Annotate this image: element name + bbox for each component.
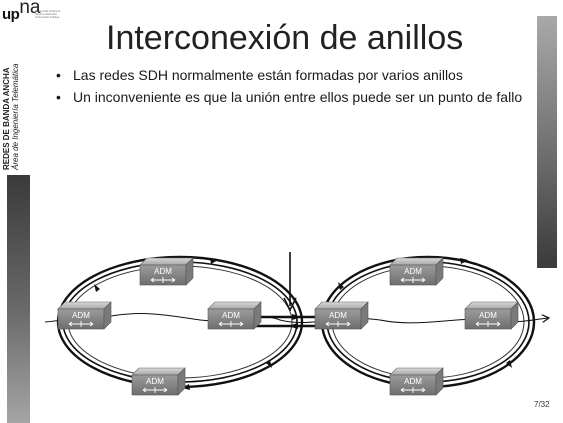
adm-arrows-icon [142, 387, 168, 393]
bullet-marker: • [56, 67, 61, 83]
adm-label: ADM [146, 377, 164, 386]
logo-text-na: na [19, 0, 41, 18]
ring-interconnection-diagram: ADM ADM ADM ADM ADM ADM ADM ADM [44, 252, 552, 396]
adm-label: ADM [404, 267, 422, 276]
adm-label: ADM [404, 377, 422, 386]
adm-node: ADM [389, 367, 444, 396]
adm-node: ADM [131, 367, 186, 396]
adm-node: ADM [389, 257, 444, 286]
right-decorative-bar [537, 16, 557, 268]
left-rail: upna Universidad Pública de Navarra Nafa… [0, 0, 61, 423]
adm-arrows-icon [150, 277, 176, 283]
adm-node: ADM [139, 257, 194, 286]
logo-subtext: Universidad Pública de Navarra Nafarroak… [35, 10, 61, 19]
page-number: 7/32 [534, 400, 550, 409]
bullet-text: Las redes SDH normalmente están formadas… [73, 67, 463, 83]
side-label-course: REDES DE BANDA ANCHA [2, 67, 11, 170]
left-decorative-bar [7, 175, 30, 423]
bullet-item: • Las redes SDH normalmente están formad… [52, 67, 524, 84]
bullet-list: • Las redes SDH normalmente están formad… [52, 67, 524, 111]
adm-node: ADM [57, 301, 112, 330]
adm-label: ADM [222, 311, 240, 320]
bullet-item: • Un inconveniente es que la unión entre… [52, 89, 524, 106]
bullet-text: Un inconveniente es que la unión entre e… [73, 89, 523, 105]
bullet-marker: • [56, 89, 61, 105]
adm-node: ADM [207, 301, 262, 330]
adm-label: ADM [154, 267, 172, 276]
adm-label: ADM [72, 311, 90, 320]
logo-text-up: up [2, 6, 20, 23]
side-label: REDES DE BANDA ANCHA Área de Ingeniería … [2, 64, 20, 170]
side-label-area: Área de Ingeniería Telemática [11, 63, 20, 170]
upna-logo: upna [2, 0, 40, 23]
adm-node: ADM [314, 301, 369, 330]
adm-label: ADM [329, 311, 347, 320]
adm-nodes: ADM ADM ADM ADM ADM ADM ADM ADM [57, 257, 519, 396]
adm-arrows-icon [475, 321, 501, 327]
adm-arrows-icon [218, 321, 244, 327]
adm-arrows-icon [400, 277, 426, 283]
adm-node: ADM [464, 301, 519, 330]
failure-point-arrow [283, 252, 297, 312]
adm-arrows-icon [400, 387, 426, 393]
adm-label: ADM [479, 311, 497, 320]
adm-arrows-icon [68, 321, 94, 327]
adm-arrows-icon [325, 321, 351, 327]
slide-title: Interconexión de anillos [106, 19, 464, 57]
